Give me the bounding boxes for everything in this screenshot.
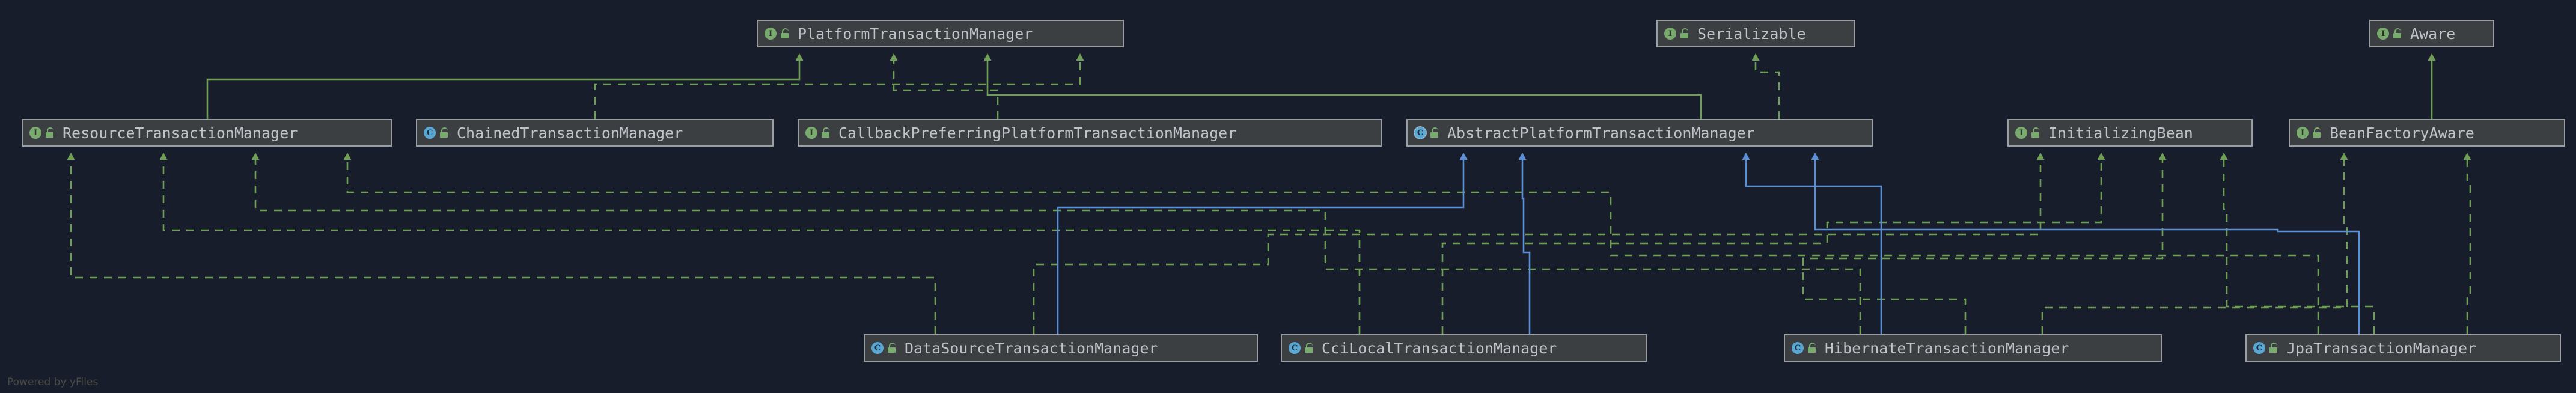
uml-node-aware[interactable]: I Aware [2369,20,2494,47]
uml-node-cci-local-transaction-manager[interactable]: C CciLocalTransactionManager [1281,334,1647,362]
edge-callbackpreferring-to-ptm [894,58,999,119]
class-icon: C [2251,340,2267,356]
edge-jpa-to-beanfactoryaware [2467,157,2470,334]
class-icon: C [422,125,438,141]
edge-datasource-to-resource [71,157,936,334]
uml-node-platform-transaction-manager[interactable]: I PlatformTransactionManager [757,20,1124,47]
interface-icon: I [2295,125,2310,141]
uml-node-label: ChainedTransactionManager [457,124,683,142]
uml-node-label: InitializingBean [2048,124,2193,142]
unlocked-padlock-icon [439,125,452,141]
unlocked-padlock-icon [44,125,58,141]
unlocked-padlock-icon [1429,125,1442,141]
unlocked-padlock-icon [887,340,900,356]
uml-node-callback-preferring-platform-transaction-manager[interactable]: I CallbackPreferringPlatformTransactionM… [798,119,1382,147]
yfiles-watermark: Powered by yFiles [7,376,99,388]
realization-edge-group [71,58,2470,334]
uml-node-label: CciLocalTransactionManager [1322,339,1557,357]
edge-datasource-extends-aptm [1057,157,1463,334]
edge-jpa-extends-aptm [1815,157,2360,334]
uml-node-chained-transaction-manager[interactable]: C ChainedTransactionManager [416,119,774,147]
edge-apt m-to-ptm [987,58,1702,119]
unlocked-padlock-icon [780,26,793,41]
uml-node-jpa-transaction-manager[interactable]: C JpaTransactionManager [2245,334,2561,362]
edge-ccilocal-to-initializingbean [1441,157,2101,334]
interface-icon: I [1662,26,1678,41]
uml-node-serializable[interactable]: I Serializable [1656,20,1855,47]
uml-node-bean-factory-aware[interactable]: I BeanFactoryAware [2289,119,2565,147]
uml-node-label: BeanFactoryAware [2330,124,2474,142]
uml-node-label: Aware [2410,25,2456,43]
edge-jpa-to-initializingbean [2224,157,2375,334]
uml-node-label: HibernateTransactionManager [1825,339,2069,357]
unlocked-padlock-icon [2030,125,2043,141]
edge-jpa-to-resource [347,157,2319,334]
uml-node-label: Serializable [1697,25,1806,43]
edge-hibernate-to-resource [255,157,1861,334]
uml-node-label: PlatformTransactionManager [798,25,1033,43]
class-icon: C [1790,340,1805,356]
unlocked-padlock-icon [820,125,834,141]
uml-node-label: JpaTransactionManager [2286,339,2477,357]
edge-hibernate-to-beanfactoryaware [2041,157,2347,334]
unlocked-padlock-icon [1679,26,1692,41]
unlocked-padlock-icon [1304,340,1317,356]
class-icon: C [1287,340,1302,356]
unlocked-padlock-icon [2392,26,2405,41]
edge-aptm-to-serializable [1756,58,1780,119]
edge-hibernate-to-initializingbean [1802,157,2162,334]
interface-icon: I [763,26,778,41]
generalization-edge-group [1057,157,2360,334]
uml-node-label: AbstractPlatformTransactionManager [1447,124,1755,142]
unlocked-padlock-icon [2268,340,2281,356]
uml-node-label: DataSourceTransactionManager [905,339,1158,357]
unlocked-padlock-icon [2312,125,2325,141]
uml-node-label: ResourceTransactionManager [63,124,298,142]
uml-node-abstract-platform-transaction-manager[interactable]: C AbstractPlatformTransactionManager [1406,119,1873,147]
interface-icon: I [2013,125,2029,141]
edge-datasource-to-initializingbean [1033,157,2040,334]
interface-icon: I [804,125,819,141]
uml-node-data-source-transaction-manager[interactable]: C DataSourceTransactionManager [864,334,1258,362]
unlocked-padlock-icon [1807,340,1820,356]
edge-chained-to-ptm [594,58,1080,119]
edge-resource-to-ptm [206,58,799,119]
edge-ccilocal-to-resource [163,157,1361,334]
uml-node-label: CallbackPreferringPlatformTransactionMan… [838,124,1237,142]
uml-node-hibernate-transaction-manager[interactable]: C HibernateTransactionManager [1784,334,2162,362]
interface-icon: I [28,125,43,141]
class-icon: C [870,340,885,356]
uml-node-initializing-bean[interactable]: I InitializingBean [2007,119,2253,147]
edge-ccilocal-extends-aptm [1522,157,1531,334]
uml-node-resource-transaction-manager[interactable]: I ResourceTransactionManager [22,119,392,147]
abstract-class-icon: C [1412,125,1428,141]
edge-hibernate-extends-aptm [1746,157,1882,334]
interface-icon: I [2375,26,2391,41]
